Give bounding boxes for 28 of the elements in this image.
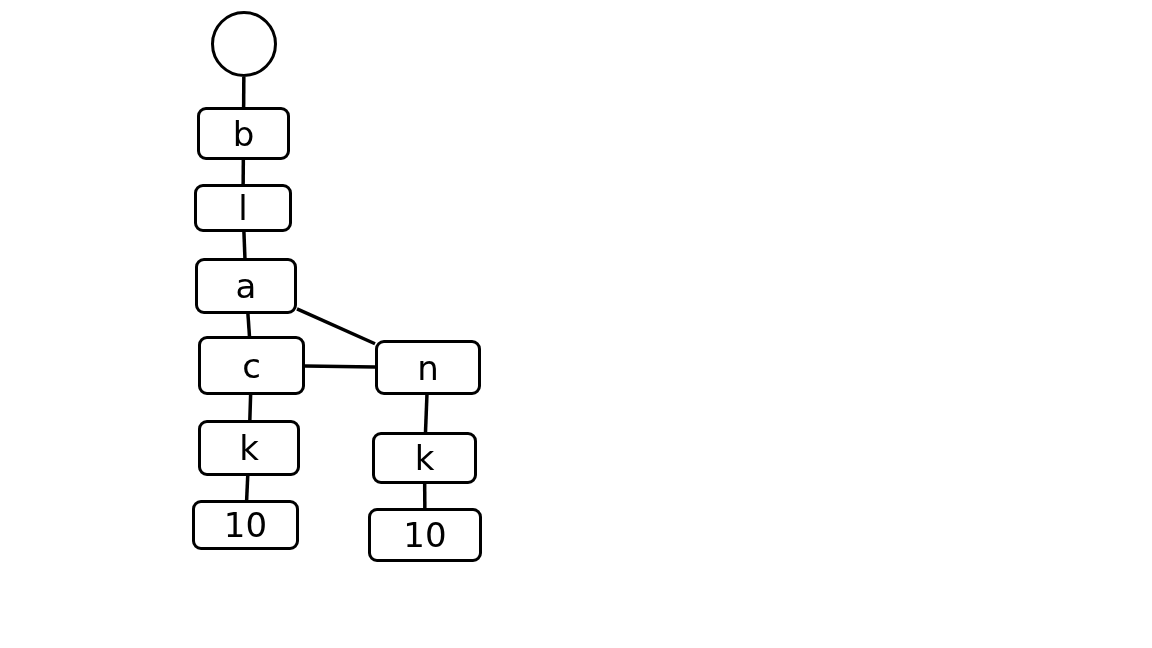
node-label: 10 (223, 508, 268, 542)
connector-line (305, 364, 375, 369)
connector-line (423, 394, 429, 433)
node-box (195, 258, 297, 314)
connector-line (422, 484, 427, 508)
node-box (198, 336, 305, 395)
node-label: a (235, 269, 257, 303)
node-label: 10 (403, 518, 447, 552)
node-box (194, 184, 292, 232)
node-box (192, 500, 299, 550)
connector-line (244, 475, 250, 501)
connector-line (296, 307, 376, 346)
node-box (375, 340, 481, 395)
connector-line (242, 231, 247, 259)
node-label: b (232, 116, 255, 151)
connector-line (241, 77, 246, 107)
node-label: c (242, 348, 261, 383)
connector-line (241, 160, 246, 184)
node-label: k (239, 431, 259, 465)
node-box (368, 508, 482, 562)
connector-line (248, 394, 253, 421)
node-label: l (238, 191, 248, 225)
node-box (372, 432, 477, 484)
node-label: k (414, 441, 435, 475)
node-label: n (417, 350, 439, 385)
node-box (197, 107, 290, 160)
connector-line (246, 313, 252, 337)
node-box (198, 420, 300, 476)
